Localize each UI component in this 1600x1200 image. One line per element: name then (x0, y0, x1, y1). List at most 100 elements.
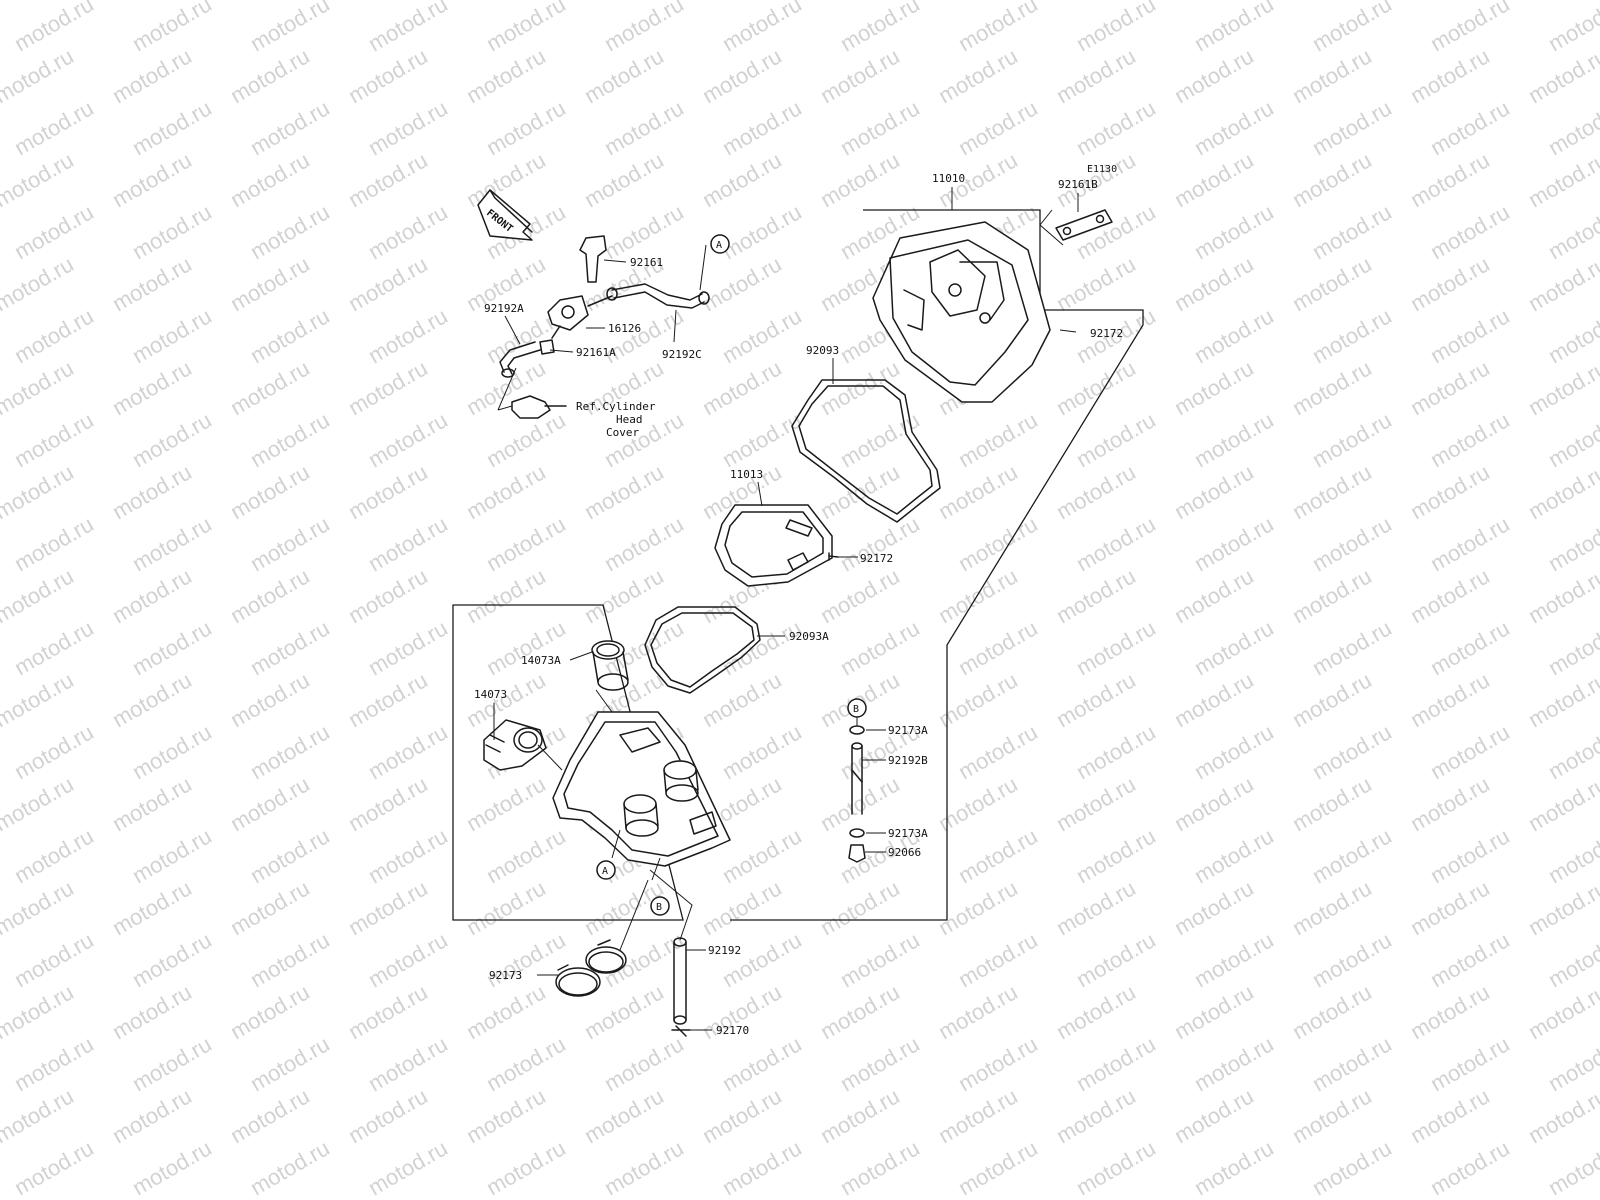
watermark-text: motod.ru (462, 43, 550, 108)
leader-lines (493, 187, 1079, 1031)
label-11010: 11010 (932, 172, 965, 185)
ref-note: Ref.Cylinder Head Cover (576, 400, 656, 439)
drain-hose-92192 (673, 937, 687, 1025)
watermark-text: motod.ru (364, 927, 452, 992)
watermark-text: motod.ru (10, 199, 98, 264)
watermark-text: motod.ru (344, 43, 432, 108)
watermark-text: motod.ru (600, 199, 688, 264)
label-92172-mid: 92172 (860, 552, 893, 565)
watermark-text: motod.ru (1170, 1083, 1258, 1148)
label-92161: 92161 (630, 256, 663, 269)
label-92066: 92066 (888, 846, 921, 859)
watermark-text: motod.ru (816, 147, 904, 212)
watermark-text: motod.ru (246, 1031, 334, 1096)
watermark-text: motod.ru (954, 719, 1042, 784)
watermark-text: motod.ru (364, 823, 452, 888)
watermark-text: motod.ru (1190, 615, 1278, 680)
watermark-text: motod.ru (1190, 407, 1278, 472)
watermark-text: motod.ru (364, 407, 452, 472)
watermark-text: motod.ru (344, 251, 432, 316)
watermark-text: motod.ru (482, 0, 570, 56)
watermark-text: motod.ru (246, 823, 334, 888)
watermark-text: motod.ru (10, 719, 98, 784)
watermark-text: motod.ru (1170, 667, 1258, 732)
watermark-text: motod.ru (1052, 459, 1140, 524)
watermark-text: motod.ru (1072, 927, 1160, 992)
watermark-text: motod.ru (482, 1135, 570, 1200)
watermark-text: motod.ru (600, 1135, 688, 1200)
watermark-text: motod.ru (10, 303, 98, 368)
watermark-text: motod.ru (718, 1135, 806, 1200)
watermark-text: motod.ru (580, 459, 668, 524)
watermark-text: motod.ru (1052, 1083, 1140, 1148)
watermark-text: motod.ru (600, 95, 688, 160)
watermark-text: motod.ru (600, 407, 688, 472)
watermark-text: motod.ru (10, 0, 98, 56)
watermark-text: motod.ru (462, 771, 550, 836)
watermark-text: motod.ru (1406, 563, 1494, 628)
label-92093a: 92093A (789, 630, 829, 643)
watermark-text: motod.ru (1052, 251, 1140, 316)
watermark-text: motod.ru (246, 719, 334, 784)
watermark-text: motod.ru (698, 147, 786, 212)
watermark-text: motod.ru (1426, 511, 1514, 576)
watermark-text: motod.ru (0, 667, 78, 732)
watermark-text: motod.ru (108, 355, 196, 420)
watermark-text: motod.ru (0, 147, 78, 212)
label-11013: 11013 (730, 468, 763, 481)
watermark-text: motod.ru (1190, 0, 1278, 56)
watermark-text: motod.ru (1426, 0, 1514, 56)
watermark-text: motod.ru (1072, 823, 1160, 888)
watermark-text: motod.ru (482, 511, 570, 576)
watermark-text: motod.ru (344, 1083, 432, 1148)
watermark-text: motod.ru (1288, 563, 1376, 628)
label-92170: 92170 (716, 1024, 749, 1037)
watermark-text: motod.ru (10, 1135, 98, 1200)
watermark-text: motod.ru (698, 875, 786, 940)
watermark-text: motod.ru (1288, 43, 1376, 108)
label-92173a-bottom: 92173A (888, 827, 928, 840)
watermark-text: motod.ru (1288, 147, 1376, 212)
watermark-text: motod.ru (364, 511, 452, 576)
watermark-text: motod.ru (718, 0, 806, 56)
watermark-text: motod.ru (1308, 0, 1396, 56)
watermark-text: motod.ru (1288, 1083, 1376, 1148)
watermark-text: motod.ru (1308, 199, 1396, 264)
watermark-text: motod.ru (1190, 1135, 1278, 1200)
watermark-text: motod.ru (1052, 875, 1140, 940)
air-filter-element-11013 (714, 504, 833, 587)
watermark-text: motod.ru (128, 303, 216, 368)
watermark-text: motod.ru (600, 1031, 688, 1096)
watermark-text: motod.ru (1426, 303, 1514, 368)
watermark-text: motod.ru (482, 615, 570, 680)
watermark-text: motod.ru (1524, 0, 1600, 4)
callout-b-bottom: B (650, 896, 670, 916)
watermark-text: motod.ru (718, 615, 806, 680)
watermark-text: motod.ru (1288, 355, 1376, 420)
watermark-text: motod.ru (344, 147, 432, 212)
watermark-text: motod.ru (954, 615, 1042, 680)
watermark-text: motod.ru (482, 95, 570, 160)
watermark-text: motod.ru (1170, 251, 1258, 316)
watermark-text: motod.ru (698, 355, 786, 420)
watermark-text: motod.ru (1052, 355, 1140, 420)
seal-92161b (1055, 209, 1113, 241)
watermark-text: motod.ru (246, 511, 334, 576)
watermark-text: motod.ru (1544, 1135, 1600, 1200)
label-92192b: 92192B (888, 754, 928, 767)
air-cleaner-upper-case (872, 221, 1051, 403)
watermark-text: motod.ru (344, 563, 432, 628)
watermark-text: motod.ru (226, 563, 314, 628)
watermark-text: motod.ru (246, 1135, 334, 1200)
watermark-text: motod.ru (1052, 667, 1140, 732)
watermark-text: motod.ru (1406, 771, 1494, 836)
watermark-text: motod.ru (10, 511, 98, 576)
watermark-text: motod.ru (108, 563, 196, 628)
watermark-text: motod.ru (1170, 459, 1258, 524)
watermark-text: motod.ru (580, 43, 668, 108)
watermark-text: motod.ru (1406, 1083, 1494, 1148)
watermark-text: motod.ru (344, 979, 432, 1044)
callout-a-top-label: A (716, 240, 722, 251)
diagram-code: E1130 (1087, 164, 1117, 175)
